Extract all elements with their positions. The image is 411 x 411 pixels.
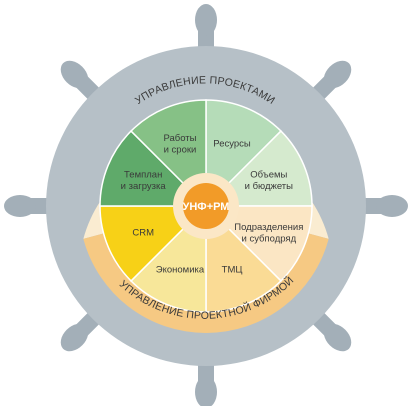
sector-label-line: и субподряд — [242, 233, 297, 244]
sector-label-tmc: ТМЦ — [222, 264, 243, 275]
sector-label-line: Подразделения — [234, 222, 303, 233]
sector-label-line: ТМЦ — [222, 264, 243, 275]
sector-label-line: и сроки — [164, 144, 197, 155]
sector-label-line: Работы — [163, 133, 196, 144]
sector-label-crm: CRM — [132, 228, 154, 239]
sector-label-line: Ресурсы — [213, 139, 251, 150]
sector-label-line: и загрузка — [121, 181, 167, 192]
hub-label: УНФ+РМ — [183, 201, 230, 213]
sector-label-economics: Экономика — [156, 264, 205, 275]
sector-label-line: CRM — [132, 228, 154, 239]
sector-label-resources: Ресурсы — [213, 139, 251, 150]
sector-label-line: Экономика — [156, 264, 205, 275]
sector-label-line: Объемы — [250, 170, 287, 181]
sector-label-line: и бюджеты — [245, 181, 294, 192]
sector-label-line: Темплан — [124, 170, 162, 181]
hub — [183, 183, 229, 229]
